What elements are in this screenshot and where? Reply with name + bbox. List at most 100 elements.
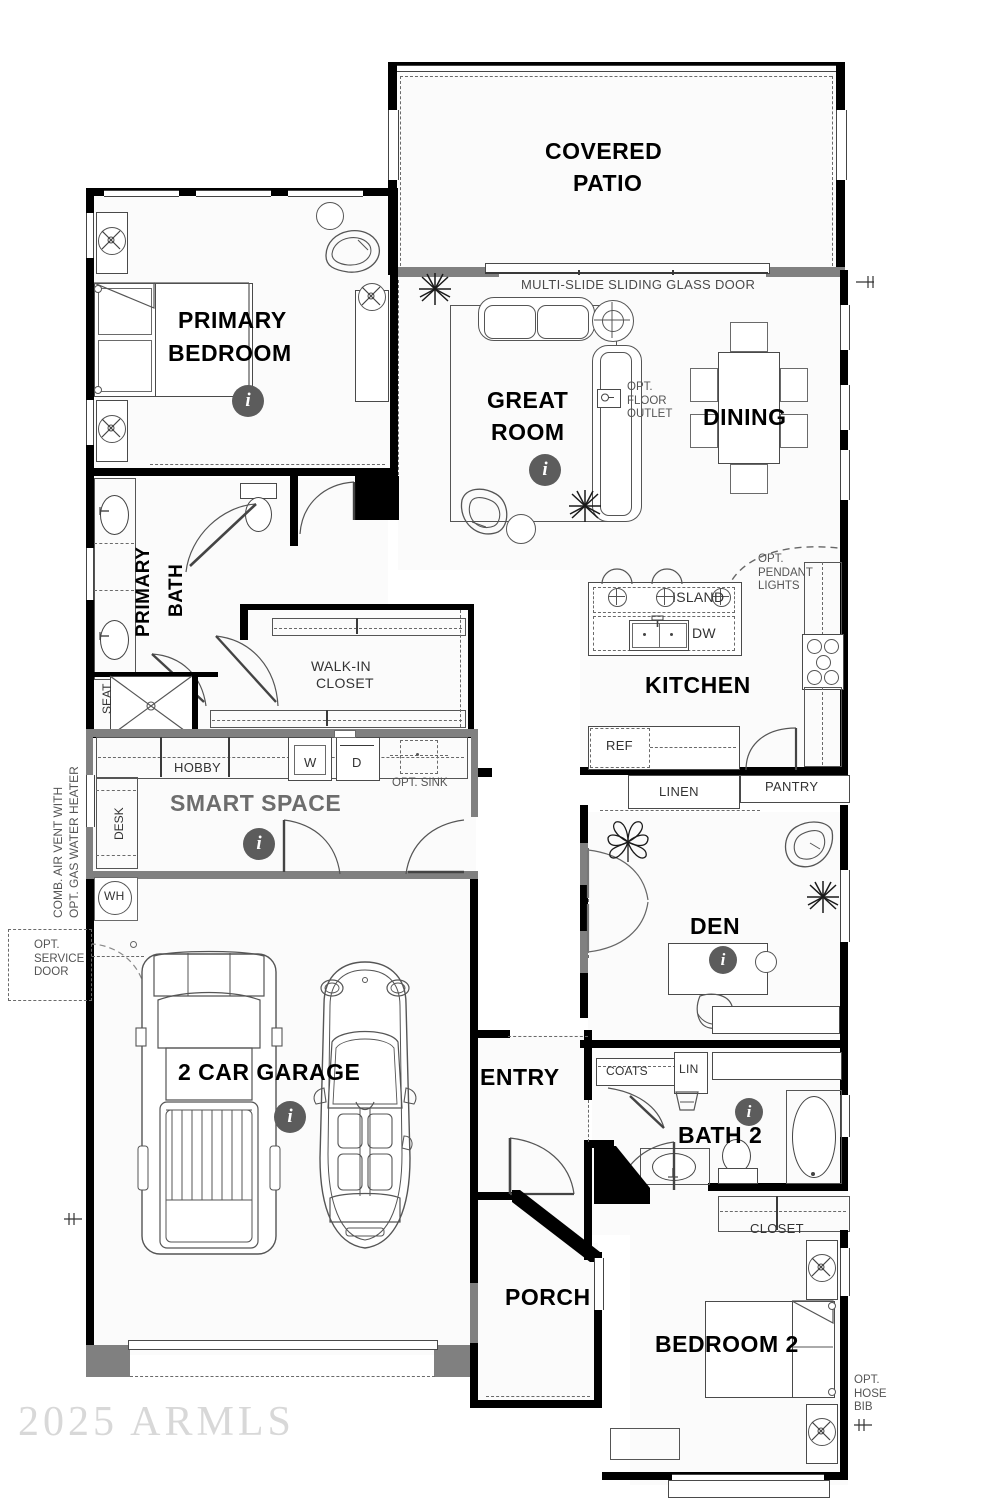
porch-angled-wall — [512, 1190, 600, 1262]
room-label-dining: DINING — [703, 404, 787, 430]
den-dash-top — [600, 810, 760, 811]
fan-blades-bed2-2 — [811, 1421, 831, 1441]
room-fill-closet — [262, 608, 474, 736]
opt-service-door-box — [8, 929, 92, 1001]
den-wall-left-gray — [580, 843, 588, 885]
smart-wall-bottom — [86, 871, 478, 879]
label-comb-air-vent: COMB. AIR VENT WITH — [51, 786, 65, 918]
pbath-sink-2 — [100, 620, 129, 660]
bedroom2-bed-mattress — [792, 1301, 835, 1398]
info-garage[interactable]: i — [274, 1101, 306, 1133]
island-barstool-arc-2 — [651, 568, 683, 585]
closet-shelf-divider-top — [356, 618, 358, 634]
patio-dash-left — [400, 76, 401, 271]
dining-chair-bottom — [730, 464, 768, 494]
smart-counter — [96, 737, 468, 779]
coats-closet-shelf — [596, 1058, 680, 1086]
label-washer: W — [304, 755, 317, 770]
bath2-toilet-bowl — [722, 1139, 751, 1173]
island-barstool-2-cross — [656, 588, 673, 605]
info-den[interactable]: i — [709, 946, 737, 974]
opt-floor-outlet-box — [597, 389, 621, 408]
great-room-accent-chair — [460, 488, 508, 535]
pbath-closet-door-swing — [215, 635, 279, 707]
info-glyph: i — [720, 950, 726, 969]
closet-rod-top — [274, 628, 462, 629]
label-island: ISLAND — [672, 589, 725, 605]
island-barstool-1-cross — [608, 588, 625, 605]
pbed-wall-bottom — [86, 468, 398, 476]
dining-table — [718, 352, 780, 464]
closet-wall-left — [240, 604, 248, 640]
garage-wall-left — [86, 879, 94, 1279]
dryer — [336, 737, 380, 781]
room-label-great-room-l2: ROOM — [491, 419, 565, 446]
patio-sill-right — [766, 267, 845, 277]
room-label-porch: PORCH — [505, 1284, 591, 1310]
dining-chair-left-2 — [690, 414, 718, 448]
den-armchair — [784, 821, 834, 868]
room-label-den: DEN — [690, 913, 741, 939]
hall-wall-top-blk — [355, 476, 399, 520]
great-room-chaise-cushion — [600, 352, 632, 516]
kitchen-faucet-icon — [651, 615, 664, 627]
fan-blades-pbed-2 — [101, 418, 121, 438]
garage-wall-bottom-stub-l — [86, 1279, 94, 1355]
info-glyph: i — [746, 1102, 752, 1121]
bed2-closet-rod — [720, 1211, 846, 1212]
kitchen-sink-basin-r — [659, 623, 687, 648]
pbath-shower-wall-right — [192, 672, 198, 736]
entry-wall-right-lower — [584, 1140, 592, 1260]
burner-3 — [816, 655, 831, 670]
dining-window-1 — [840, 305, 850, 350]
opt-pendant-l2: PENDANT — [758, 566, 813, 579]
room-label-walk-in-closet-l1: WALK-IN — [311, 658, 371, 674]
info-primary-bedroom[interactable]: i — [232, 385, 264, 417]
island-barstool-1 — [608, 588, 627, 607]
den-wall-left-upper — [580, 805, 588, 843]
primary-bed-fold-icon — [93, 282, 250, 395]
burner-2 — [824, 639, 839, 654]
info-smart-space[interactable]: i — [243, 828, 275, 860]
label-closet-bed2: CLOSET — [750, 1221, 804, 1236]
bedroom2-dresser — [610, 1428, 680, 1460]
porch-wall-bottom — [470, 1400, 602, 1408]
info-bath2[interactable]: i — [735, 1098, 763, 1126]
burner-4 — [807, 670, 822, 685]
dining-chair-right-1 — [780, 368, 808, 402]
smart-counter-dash — [98, 757, 464, 758]
patio-sill-left — [397, 267, 499, 277]
washer-drum — [294, 745, 326, 775]
patio-wall-right-lower — [836, 180, 845, 275]
label-desk: DESK — [112, 807, 126, 840]
bath2-tub-basin — [792, 1096, 836, 1178]
bed2-corner-dot-2 — [828, 1388, 836, 1396]
patio-window-right — [836, 110, 847, 180]
kitchen-counter-dash-base — [650, 747, 736, 748]
label-opt-pendant-lights: OPT. PENDANT LIGHTS — [758, 553, 813, 594]
pbath-vanity-split-2 — [94, 590, 134, 591]
watermark-armls: 2025 ARMLS — [18, 1399, 295, 1445]
closet-wall-right — [468, 604, 474, 738]
dining-window-2 — [840, 385, 850, 430]
linen-kitchen-shelf — [628, 775, 740, 809]
kitchen-counter-right-lower — [804, 687, 842, 767]
den-dash-left — [588, 848, 589, 958]
smart-door-swing-mid — [282, 819, 341, 875]
room-label-garage: 2 CAR GARAGE — [178, 1059, 361, 1085]
garage-door[interactable] — [128, 1340, 438, 1350]
pantry-shelf — [740, 775, 850, 803]
den-wall-left-gray2 — [580, 931, 588, 973]
closet-rod-bottom — [212, 720, 462, 721]
porch-wall-right — [594, 1252, 602, 1408]
linen-hall-door — [675, 1091, 699, 1111]
porch-pier-left — [470, 1283, 478, 1343]
closet-shelf-bottom — [210, 710, 466, 728]
bed2-closet-shelf — [718, 1196, 850, 1232]
opt-service-l1: OPT. — [34, 939, 60, 951]
primary-armchair — [325, 230, 380, 273]
pbath-shower-wall-top — [94, 672, 218, 677]
primary-bath-line2: BATH — [166, 563, 187, 617]
info-great-room[interactable]: i — [529, 454, 561, 486]
